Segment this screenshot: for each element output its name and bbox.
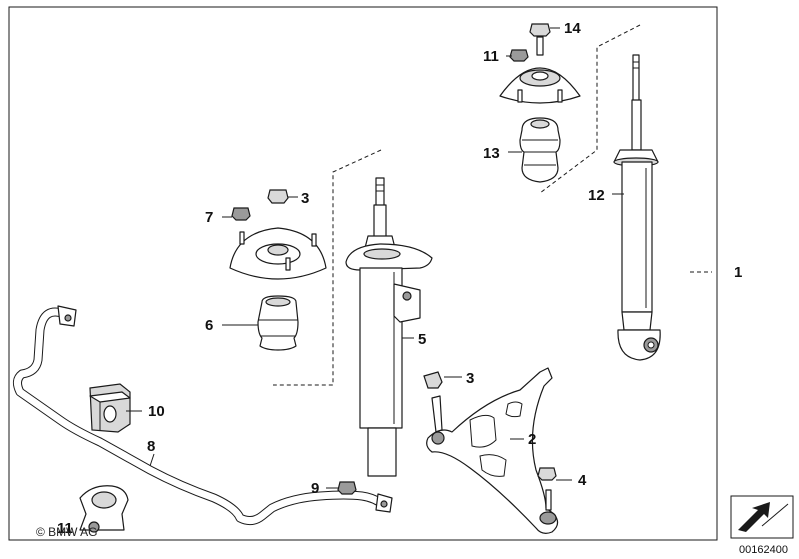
top-mount-rear (499, 23, 581, 183)
callout-8: 8 (147, 438, 155, 455)
document-number: 00162400 (739, 544, 788, 556)
diagram-frame (8, 6, 718, 541)
top-mount-front (229, 189, 327, 351)
callout-11-bottom: 11 (57, 520, 73, 537)
callout-5: 5 (418, 331, 426, 348)
callout-9: 9 (311, 480, 319, 497)
control-arm-2 (423, 367, 559, 534)
callout-3-upper: 3 (301, 190, 309, 207)
leader-lines (126, 27, 624, 489)
group-5-bracket-top (273, 149, 382, 386)
callout-4: 4 (578, 472, 587, 489)
callout-11-top: 11 (483, 48, 499, 65)
callout-13: 13 (483, 145, 500, 162)
callout-14: 14 (564, 20, 581, 37)
link-nut-9 (337, 481, 357, 495)
callout-10: 10 (148, 403, 165, 420)
callout-12: 12 (588, 187, 605, 204)
front-strut-5 (345, 177, 433, 477)
arrow-icon (738, 502, 770, 532)
callout-1: 1 (734, 264, 742, 281)
callout-7: 7 (205, 209, 213, 226)
rubber-mount-10 (89, 383, 131, 433)
bracket-11-bottom (79, 485, 129, 533)
shock-absorber-12 (613, 54, 661, 361)
callout-3-lower: 3 (466, 370, 474, 387)
group-1-bracket (539, 24, 641, 194)
callout-6: 6 (205, 317, 213, 334)
direction-arrow-box (730, 495, 794, 539)
stabilizer-bar-8 (12, 305, 393, 526)
copyright-text: © BMW AG (36, 525, 98, 539)
callout-2: 2 (528, 431, 536, 448)
